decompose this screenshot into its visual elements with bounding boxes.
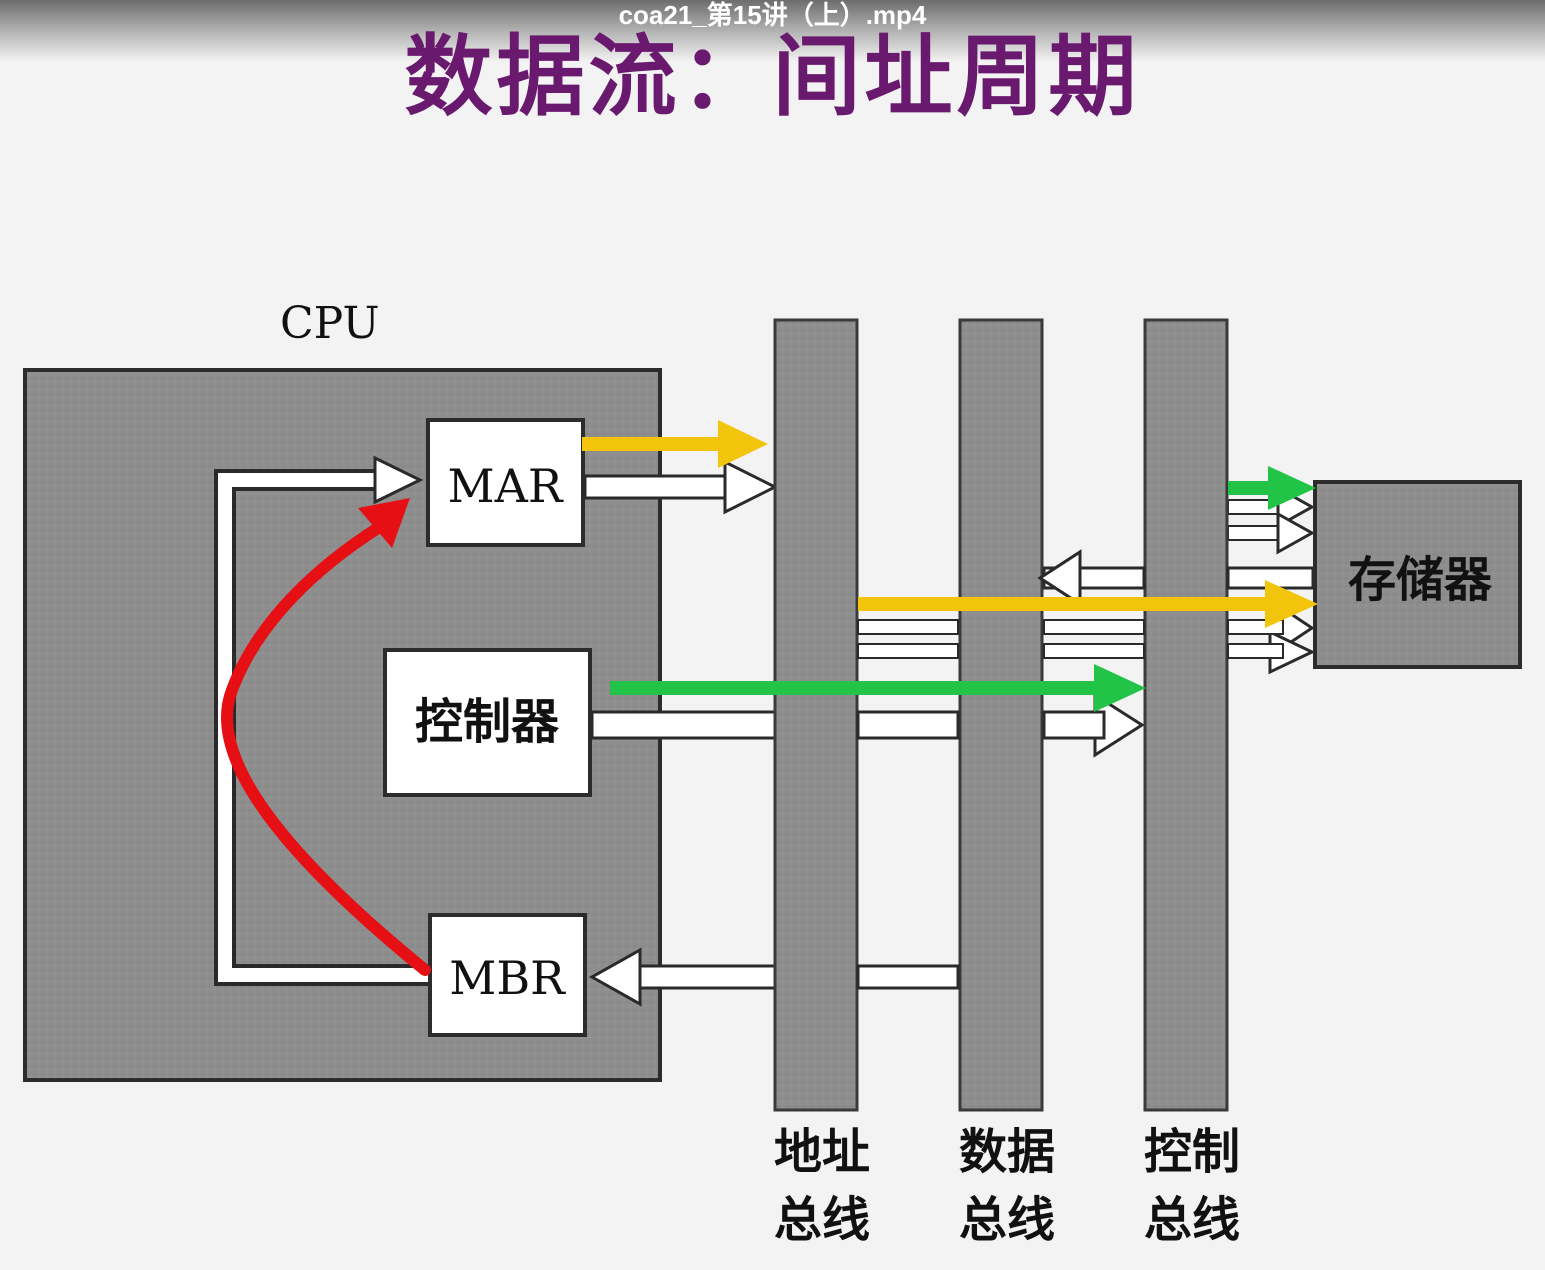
slide-title: 数据流：间址周期 [404,25,1141,128]
yellow-arrow-mar-to-address-bus [582,420,768,468]
mbr-to-mar-arrowhead [373,455,424,505]
data-bus [958,318,1044,1112]
green-arrow-controller-to-control-bus [610,664,1146,712]
data-bus-label-line1: 数据 [959,1124,1055,1180]
video-title-bar [0,0,1545,62]
mbr-register [428,913,587,1037]
control-bus-label-line2: 总线 [1144,1192,1240,1248]
address-bus-label-line2: 总线 [774,1192,870,1248]
memory-label: 存储器 [1348,552,1493,608]
control-bus-label-line1: 控制 [1144,1124,1240,1180]
controller-label: 控制器 [415,694,560,750]
video-title: coa21_第15讲（上）.mp4 [618,0,927,30]
control-bus [1143,318,1229,1112]
mar-register [426,418,585,547]
bus-crossing-lines [856,549,1315,990]
red-arrow-mbr-to-mar [221,498,431,976]
yellow-arrow-address-bus-to-memory [858,580,1318,628]
mar-label: MAR [448,459,564,513]
mbr-label: MBR [449,951,566,1005]
address-bus [773,318,859,1112]
cpu-label: CPU [280,298,380,349]
mar-to-address-bus-arrow [583,459,779,515]
controller-box [383,648,592,797]
green-arrow-control-bus-to-memory [1228,466,1316,510]
memory-box [1313,480,1522,669]
data-bus-label-line2: 总线 [959,1192,1055,1248]
address-bus-label-line1: 地址 [774,1124,870,1180]
